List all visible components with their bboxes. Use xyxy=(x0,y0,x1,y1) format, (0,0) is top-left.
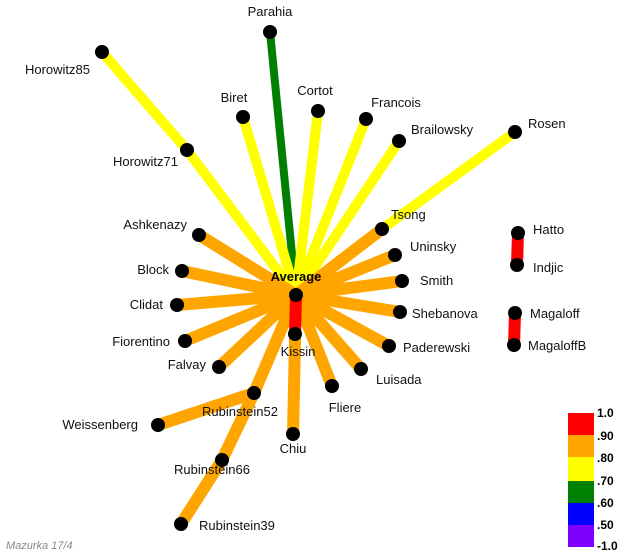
legend-swatch-5 xyxy=(568,503,594,525)
node-fliere xyxy=(325,379,339,393)
label-hatto: Hatto xyxy=(533,222,564,237)
node-luisada xyxy=(354,362,368,376)
label-brailowsky: Brailowsky xyxy=(411,122,474,137)
color-legend: 1.0 .90 .80 .70 .60 .50 -1.0 xyxy=(568,406,618,553)
label-shebanova: Shebanova xyxy=(412,306,479,321)
edge-average-horowitz71 xyxy=(183,146,300,299)
node-hatto xyxy=(511,226,525,240)
node-francois xyxy=(359,112,373,126)
node-kissin xyxy=(288,327,302,341)
node-horowitz85 xyxy=(95,45,109,59)
edge-average-ashkenazy xyxy=(195,229,300,301)
edge-average-paderewski xyxy=(293,289,392,352)
node-magaloff xyxy=(508,306,522,320)
edge-average-clidat xyxy=(176,289,297,311)
legend-label-7: -1.0 xyxy=(597,539,618,553)
edge-average-fiorentino xyxy=(182,289,299,347)
label-indjic: Indjic xyxy=(533,260,564,275)
node-falvay xyxy=(212,360,226,374)
label-tsong: Tsong xyxy=(391,207,426,222)
node-block xyxy=(175,264,189,278)
node-cortot xyxy=(311,104,325,118)
edges xyxy=(98,31,524,528)
node-fiorentino xyxy=(178,334,192,348)
node-magaloffb xyxy=(507,338,521,352)
edge-horowitz71-horowitz85 xyxy=(98,48,191,154)
node-weissenberg xyxy=(151,418,165,432)
label-paderewski: Paderewski xyxy=(403,340,470,355)
node-rubinstein39 xyxy=(174,517,188,531)
label-fliere: Fliere xyxy=(329,400,362,415)
node-indjic xyxy=(510,258,524,272)
node-rubinstein66 xyxy=(215,453,229,467)
legend-label-5: .60 xyxy=(597,496,614,510)
node-parahia xyxy=(263,25,277,39)
edge-average-falvay xyxy=(214,290,301,372)
node-chiu xyxy=(286,427,300,441)
legend-label-4: .70 xyxy=(597,474,614,488)
node-shebanova xyxy=(393,305,407,319)
legend-swatch-4 xyxy=(568,481,594,503)
label-horowitz85: Horowitz85 xyxy=(25,62,90,77)
label-falvay: Falvay xyxy=(168,357,207,372)
caption: Mazurka 17/4 xyxy=(6,540,73,552)
legend-swatch-1 xyxy=(568,413,594,435)
label-block: Block xyxy=(137,262,169,277)
label-magaloffb: MagaloffB xyxy=(528,338,586,353)
label-rubinstein66: Rubinstein66 xyxy=(174,462,250,477)
label-fiorentino: Fiorentino xyxy=(112,334,170,349)
node-uninsky xyxy=(388,248,402,262)
node-clidat xyxy=(170,298,184,312)
label-magaloff: Magaloff xyxy=(530,306,580,321)
nodes xyxy=(95,25,525,531)
label-uninsky: Uninsky xyxy=(410,239,457,254)
legend-label-2: .90 xyxy=(597,429,614,443)
edge-average-cortot xyxy=(291,110,323,296)
label-weissenberg: Weissenberg xyxy=(62,417,138,432)
edge-rubinstein52-rubinstein66 xyxy=(216,390,260,463)
node-paderewski xyxy=(382,339,396,353)
node-biret xyxy=(236,110,250,124)
label-francois: Francois xyxy=(371,95,421,110)
label-biret: Biret xyxy=(221,90,248,105)
label-cortot: Cortot xyxy=(297,83,333,98)
edge-tsong-rosen xyxy=(379,127,518,234)
node-rubinstein52 xyxy=(247,386,261,400)
node-average xyxy=(289,288,303,302)
edge-rubinstein66-rubinstein39 xyxy=(175,456,228,528)
edge-average-parahia xyxy=(266,31,300,296)
legend-swatch-6 xyxy=(568,525,594,547)
label-rosen: Rosen xyxy=(528,116,566,131)
node-smith xyxy=(395,274,409,288)
node-labels: Parahia Horowitz85 Biret Cortot Francois… xyxy=(25,4,586,533)
label-luisada: Luisada xyxy=(376,372,422,387)
label-average: Average xyxy=(271,269,322,284)
label-rubinstein52: Rubinstein52 xyxy=(202,404,278,419)
node-rosen xyxy=(508,125,522,139)
legend-swatch-3 xyxy=(568,457,594,481)
label-clidat: Clidat xyxy=(130,297,164,312)
label-ashkenazy: Ashkenazy xyxy=(123,217,187,232)
label-horowitz71: Horowitz71 xyxy=(113,154,178,169)
label-parahia: Parahia xyxy=(248,4,294,19)
node-ashkenazy xyxy=(192,228,206,242)
label-rubinstein39: Rubinstein39 xyxy=(199,518,275,533)
edge-average-francois xyxy=(291,117,371,297)
edge-average-fliere xyxy=(290,292,338,389)
edge-average-brailowsky xyxy=(291,138,404,298)
node-brailowsky xyxy=(392,134,406,148)
legend-label-3: .80 xyxy=(597,451,614,465)
label-kissin: Kissin xyxy=(281,344,316,359)
node-tsong xyxy=(375,222,389,236)
label-chiu: Chiu xyxy=(280,441,307,456)
legend-label-1: 1.0 xyxy=(597,406,614,420)
edge-average-biret xyxy=(238,115,301,297)
node-horowitz71 xyxy=(180,143,194,157)
legend-label-6: .50 xyxy=(597,518,614,532)
edge-rubinstein52-weissenberg xyxy=(156,387,256,431)
edge-average-rubinstein52 xyxy=(248,292,302,396)
legend-swatch-2 xyxy=(568,435,594,457)
label-smith: Smith xyxy=(420,273,453,288)
